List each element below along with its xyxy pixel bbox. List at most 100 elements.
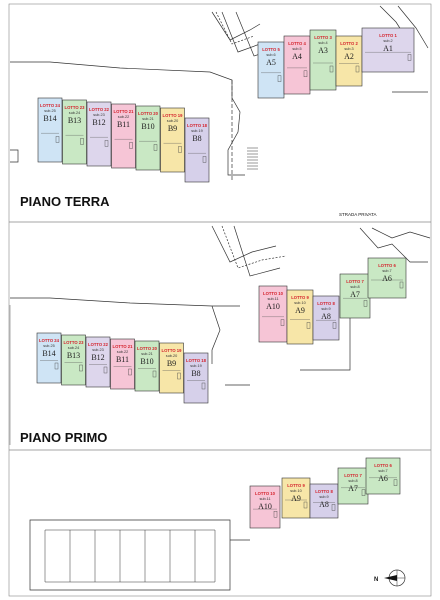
unit-code: A2: [344, 52, 354, 61]
unit-fill: [159, 342, 184, 394]
sub-label: sub.22: [118, 115, 129, 119]
lotto-label: LOTTO 1: [379, 33, 397, 38]
unit-code: B8: [192, 134, 201, 143]
unit-fill: [110, 338, 135, 390]
sub-label: sub.9: [321, 307, 330, 311]
unit-fill: [85, 336, 111, 388]
unit-code: A10: [266, 302, 280, 311]
lotto-label: LOTTO 7: [346, 279, 364, 284]
stair-mark: [332, 322, 337, 329]
stair-mark: [103, 366, 108, 374]
lotto-label: LOTTO 21: [113, 344, 134, 349]
stair-mark: [306, 322, 311, 329]
unit-fill: [367, 257, 407, 299]
lotto-label: LOTTO 2: [340, 41, 358, 46]
sub-label: sub.10: [294, 301, 305, 305]
lotto-label: LOTTO 9: [287, 483, 305, 488]
unit-code: A7: [348, 484, 358, 493]
stair-mark: [355, 65, 360, 73]
lotto-label: LOTTO 24: [40, 103, 61, 108]
unit-code: B10: [140, 357, 153, 366]
lotto-label: LOTTO 19: [163, 113, 184, 118]
stair-mark: [361, 489, 366, 496]
unit-fill: [184, 117, 210, 183]
stair-mark: [331, 504, 336, 511]
stair-mark: [363, 300, 368, 307]
unit-code: B8: [191, 369, 200, 378]
unit-fill: [62, 99, 87, 165]
sub-label: sub.19: [190, 364, 201, 368]
sub-label: sub.3: [344, 47, 353, 51]
unit-code: A7: [350, 290, 360, 299]
unit-fill: [111, 103, 136, 169]
unit-fill: [309, 29, 337, 91]
unit-fill: [283, 35, 311, 95]
unit-fill: [258, 285, 288, 343]
lotto-label: LOTTO 18: [187, 123, 208, 128]
sub-label: sub.11: [259, 497, 270, 501]
sub-label: sub.4: [318, 41, 327, 45]
lotto-label: LOTTO 6: [378, 263, 396, 268]
sub-label: sub.10: [290, 489, 301, 493]
lotto-label: LOTTO 23: [64, 340, 85, 345]
stair-mark: [407, 54, 412, 61]
sub-label: sub.19: [191, 129, 202, 133]
lotto-label: LOTTO 7: [344, 473, 362, 478]
unit-code: A3: [318, 46, 328, 55]
unit-fill: [36, 332, 62, 384]
stair-mark: [104, 140, 109, 147]
stair-mark: [55, 136, 60, 143]
unit-fill: [135, 105, 161, 171]
unit-code: B12: [91, 353, 104, 362]
lotto-label: LOTTO 10: [255, 491, 276, 496]
unit-code: A8: [319, 500, 329, 509]
street-label: STRADA PRIVATA: [339, 212, 377, 217]
unit-code: B14: [43, 114, 56, 123]
stair-mark: [303, 501, 308, 509]
stair-mark: [152, 370, 157, 378]
sub-label: sub.7: [382, 269, 391, 273]
sub-label: sub.25: [44, 109, 55, 113]
sub-label: sub.23: [93, 113, 104, 117]
stair-mark: [273, 511, 278, 518]
unit-fill: [335, 35, 363, 87]
floor-title-first: PIANO PRIMO: [20, 430, 107, 445]
unit-code: A4: [292, 52, 302, 61]
stair-mark: [128, 368, 132, 376]
sub-label: sub.6: [266, 53, 275, 57]
lotto-label: LOTTO 8: [317, 301, 335, 306]
